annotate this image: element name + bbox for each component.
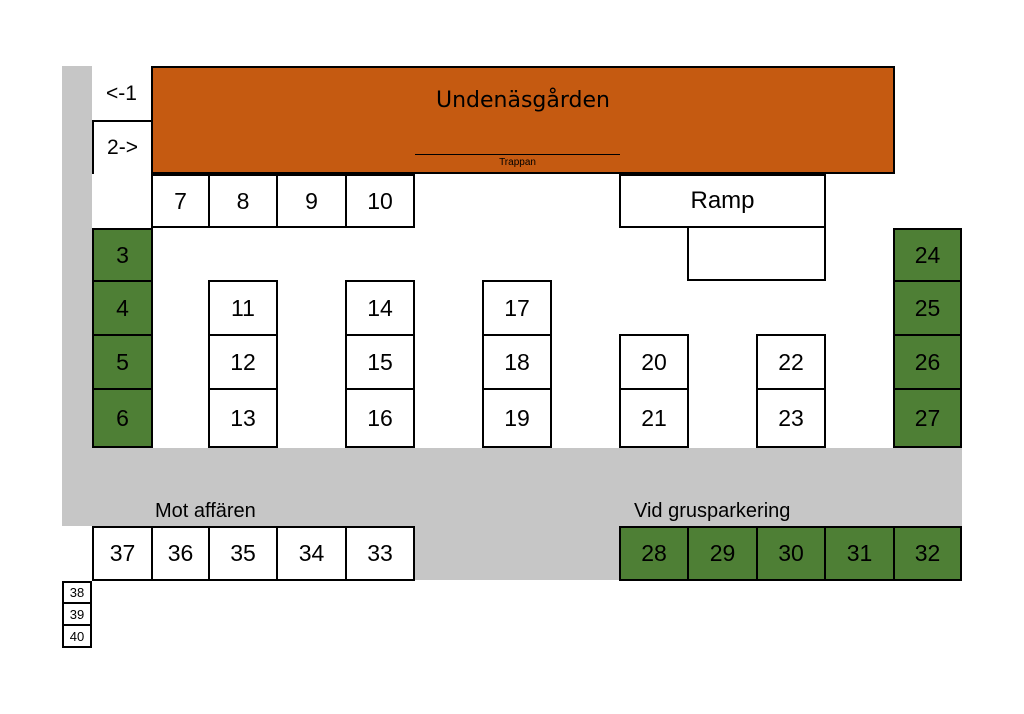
- stairs-label: Trappan: [499, 157, 536, 168]
- stall-39[interactable]: 39: [62, 602, 92, 626]
- stall-11[interactable]: 11: [208, 280, 278, 336]
- stall-32[interactable]: 32: [893, 526, 962, 581]
- stall-9[interactable]: 9: [276, 174, 347, 228]
- stall-35[interactable]: 35: [208, 526, 278, 581]
- stall-36[interactable]: 36: [151, 526, 210, 581]
- stall-31[interactable]: 31: [824, 526, 895, 581]
- stall-19[interactable]: 19: [482, 388, 552, 448]
- stall-23[interactable]: 23: [756, 388, 826, 448]
- stall-12[interactable]: 12: [208, 334, 278, 390]
- road-bottom-center: [413, 526, 621, 580]
- area-label-gravel-parking: Vid grusparkering: [634, 500, 791, 522]
- stall-20[interactable]: 20: [619, 334, 689, 390]
- stairs-line: [415, 154, 620, 155]
- stall-13[interactable]: 13: [208, 388, 278, 448]
- road-bottom-horizontal: [62, 448, 962, 526]
- stall-26[interactable]: 26: [893, 334, 962, 390]
- empty-corner-box: [92, 174, 153, 228]
- stall-16[interactable]: 16: [345, 388, 415, 448]
- stall-38[interactable]: 38: [62, 581, 92, 604]
- stall-37[interactable]: 37: [92, 526, 153, 581]
- building-undenasgarden: Undenäsgården Trappan: [151, 66, 895, 174]
- stall-4[interactable]: 4: [92, 280, 153, 336]
- stall-33[interactable]: 33: [345, 526, 415, 581]
- stall-27[interactable]: 27: [893, 388, 962, 448]
- stall-30[interactable]: 30: [756, 526, 826, 581]
- building-title: Undenäsgården: [436, 88, 610, 113]
- ramp-extension: [687, 226, 826, 281]
- stall-10[interactable]: 10: [345, 174, 415, 228]
- stall-15[interactable]: 15: [345, 334, 415, 390]
- stall-14[interactable]: 14: [345, 280, 415, 336]
- area-label-toward-store: Mot affären: [155, 500, 256, 522]
- entrance-1: <-1: [92, 66, 153, 122]
- stall-40[interactable]: 40: [62, 624, 92, 648]
- stall-6[interactable]: 6: [92, 388, 153, 448]
- stall-3[interactable]: 3: [92, 228, 153, 282]
- stall-7[interactable]: 7: [151, 174, 210, 228]
- stall-8[interactable]: 8: [208, 174, 278, 228]
- stall-17[interactable]: 17: [482, 280, 552, 336]
- road-left-vertical: [62, 66, 92, 448]
- stall-25[interactable]: 25: [893, 280, 962, 336]
- stall-24[interactable]: 24: [893, 228, 962, 282]
- stall-21[interactable]: 21: [619, 388, 689, 448]
- stall-29[interactable]: 29: [687, 526, 758, 581]
- stall-18[interactable]: 18: [482, 334, 552, 390]
- stall-34[interactable]: 34: [276, 526, 347, 581]
- entrance-2: 2->: [92, 120, 153, 176]
- stall-5[interactable]: 5: [92, 334, 153, 390]
- stall-22[interactable]: 22: [756, 334, 826, 390]
- ramp: Ramp: [619, 174, 826, 228]
- stall-28[interactable]: 28: [619, 526, 689, 581]
